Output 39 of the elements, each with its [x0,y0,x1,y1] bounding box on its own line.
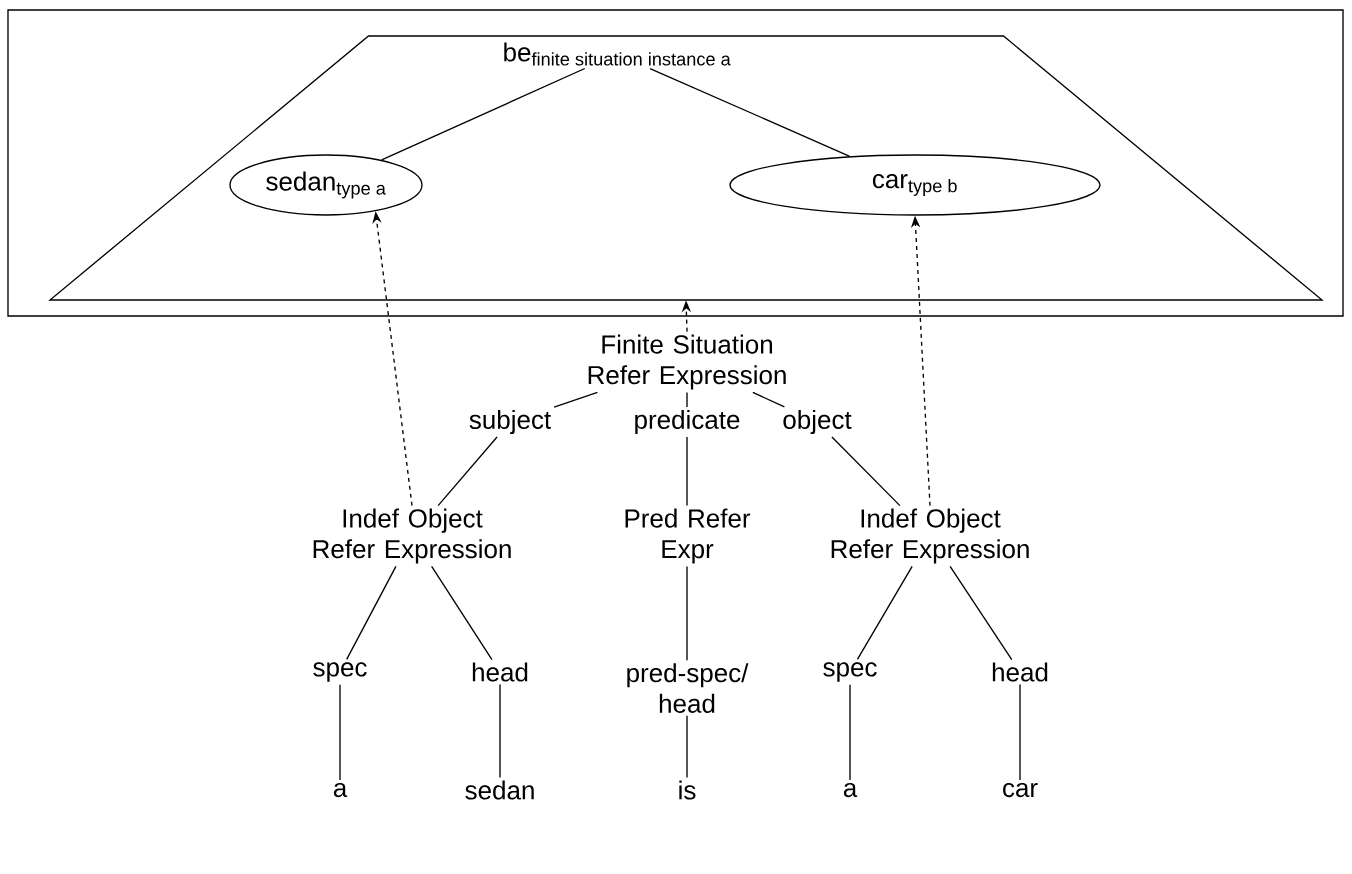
ellipse-node: $\text{sedan}_{\text{type a}}$ [229,154,423,216]
tree-line [553,391,599,408]
tree-line [499,683,501,779]
tree-label: pred-spec/ head [627,663,749,713]
tree-line [437,436,498,507]
tree-label: head [992,662,1048,682]
tree-label: $\text{be}_{\text{finite situation instance a}}$ [504,42,731,66]
tree-label: Finite Situation Refer Expression [588,334,786,390]
tree-line [849,683,851,781]
tree-line [346,565,397,661]
tree-label: sedan [465,780,534,800]
tree-line [686,715,688,779]
tree-line [381,67,586,161]
tree-label: subject [469,409,551,435]
tree-label: predicate [635,409,740,435]
tree-label: object [783,409,852,435]
tree-label: a [333,782,348,798]
tree-line [431,565,493,661]
tree-line [752,391,786,408]
tree-label: spec [823,662,877,682]
tree-line [339,683,341,781]
tree-label: Indef Object Refer Expression [831,508,1029,564]
tree-label: is [679,780,696,800]
tree-label: spec [313,662,367,682]
tree-label: car [1003,782,1038,798]
tree-line [856,565,913,661]
ellipse-node: $\text{car}_{\text{type b}}$ [729,154,1101,216]
tree-label: Pred Refer Expr [625,508,751,564]
tree-line [831,436,901,507]
tree-label: Indef Object Refer Expression [313,508,511,564]
frame-box [7,9,1344,317]
tree-line [649,67,851,157]
tree-label: a [843,782,858,798]
tree-line [1019,683,1021,781]
tree-line [686,436,688,507]
tree-label: head [472,662,528,682]
tree-line [949,565,1013,661]
tree-line [686,391,688,408]
tree-line [686,565,688,661]
